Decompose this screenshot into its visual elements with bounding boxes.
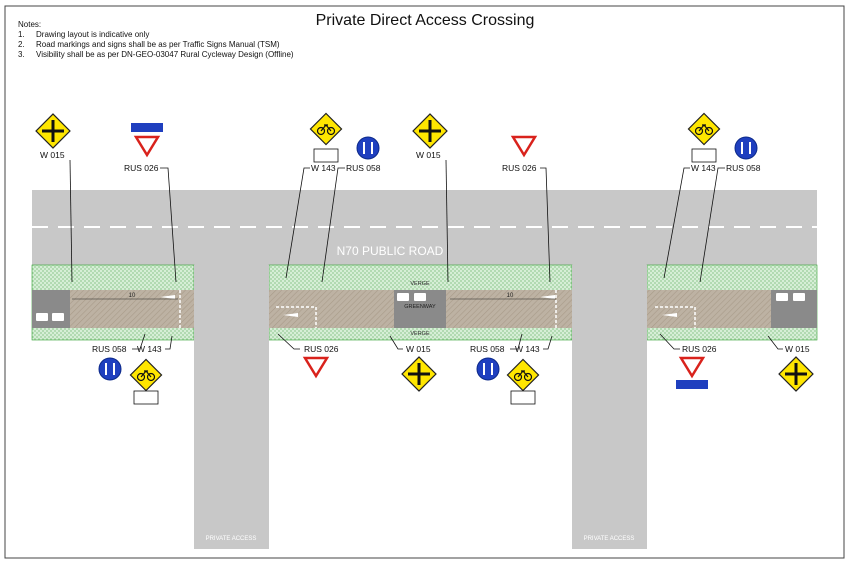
label-w143-bottom-centre: W 143 bbox=[515, 344, 540, 354]
greenway-centre-a bbox=[269, 290, 394, 328]
verge-label-top: VERGE bbox=[410, 281, 430, 287]
note-number: 2. bbox=[18, 40, 25, 49]
crossing-markings bbox=[179, 290, 696, 328]
greenway-right bbox=[647, 290, 771, 328]
label-w015-top-centre: W 015 bbox=[416, 150, 441, 160]
label-w015-top-left: W 015 bbox=[40, 150, 65, 160]
label-w143-top-centre: W 143 bbox=[311, 163, 336, 173]
w143-sign-bottom-left bbox=[129, 358, 163, 405]
label-rus058-top-right: RUS 058 bbox=[726, 163, 761, 173]
w143-sign-top-right bbox=[687, 112, 721, 163]
label-rus058-bottom-left: RUS 058 bbox=[92, 344, 127, 354]
label-w015-bottom-right: W 015 bbox=[785, 344, 810, 354]
rus058-sign-top-right bbox=[734, 136, 758, 160]
label-rus026-top-centre: RUS 026 bbox=[502, 163, 537, 173]
label-rus026-bottom-centre: RUS 026 bbox=[304, 344, 339, 354]
note-number: 1. bbox=[18, 30, 25, 39]
rus026-sign-bottom-right bbox=[676, 356, 708, 389]
label-rus058-top-centre: RUS 058 bbox=[346, 163, 381, 173]
w015-sign-top-centre bbox=[412, 113, 448, 149]
road-name-label: N70 PUBLIC ROAD bbox=[337, 244, 444, 258]
greenway-label: GREENWAY bbox=[404, 304, 436, 310]
note-text: Road markings and signs shall be as per … bbox=[36, 40, 280, 49]
rus058-sign-bottom-centre bbox=[476, 357, 500, 381]
label-rus058-bottom-centre: RUS 058 bbox=[470, 344, 505, 354]
label-w143-top-right: W 143 bbox=[691, 163, 716, 173]
leader-lines bbox=[69, 159, 783, 350]
label-w143-bottom-left: W 143 bbox=[137, 344, 162, 354]
note-number: 3. bbox=[18, 50, 25, 59]
cycle-symbols bbox=[36, 293, 805, 321]
dimension-centre: 10 bbox=[507, 293, 514, 299]
notes-block: Notes: 1. Drawing layout is indicative on… bbox=[18, 20, 294, 60]
rus026-sign-top-centre bbox=[510, 135, 538, 158]
private-access-right bbox=[572, 265, 647, 549]
verge-label-bottom: VERGE bbox=[410, 331, 430, 337]
page-title: Private Direct Access Crossing bbox=[315, 12, 535, 29]
dimension-left: 10 bbox=[129, 293, 136, 299]
greenway-left-end bbox=[32, 290, 70, 328]
label-rus026-top-left: RUS 026 bbox=[124, 163, 159, 173]
w143-sign-bottom-centre bbox=[506, 358, 540, 405]
note-text: Drawing layout is indicative only bbox=[36, 30, 150, 39]
private-access-right-label: PRIVATE ACCESS bbox=[584, 536, 635, 542]
note-item: 3. Visibility shall be as per DN-GEO-0304… bbox=[18, 50, 294, 60]
label-rus026-bottom-right: RUS 026 bbox=[682, 344, 717, 354]
rus026-sign-bottom-centre bbox=[302, 356, 330, 379]
note-item: 2. Road markings and signs shall be as pe… bbox=[18, 40, 294, 50]
notes-heading: Notes: bbox=[18, 20, 42, 29]
note-text: Visibility shall be as per DN-GEO-03047 … bbox=[36, 50, 294, 59]
rus058-sign-top-centre bbox=[356, 136, 380, 160]
private-access-left-label: PRIVATE ACCESS bbox=[206, 536, 257, 542]
rus058-sign-bottom-left bbox=[98, 357, 122, 381]
rus026-sign-top-left bbox=[131, 123, 163, 158]
note-item: 1. Drawing layout is indicative only bbox=[18, 30, 294, 40]
w015-sign-bottom-right bbox=[778, 356, 814, 392]
w015-sign-top-left bbox=[35, 113, 71, 149]
private-access-left bbox=[194, 265, 269, 549]
w143-sign-top-centre bbox=[309, 112, 343, 163]
label-w015-bottom-centre: W 015 bbox=[406, 344, 431, 354]
w015-sign-bottom-centre bbox=[401, 356, 437, 392]
